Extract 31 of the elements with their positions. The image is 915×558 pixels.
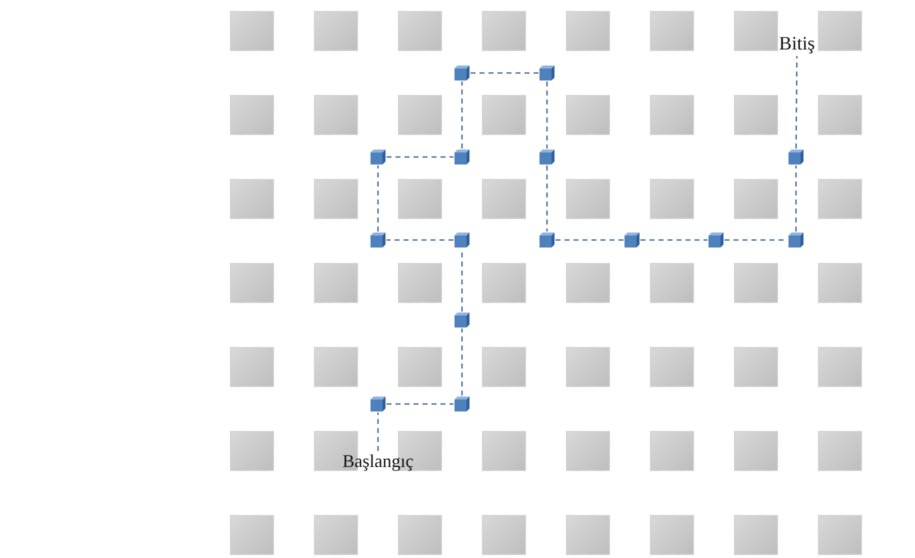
dashed-connector bbox=[461, 328, 463, 396]
dashed-connector bbox=[556, 239, 624, 241]
cube-marker bbox=[708, 232, 724, 248]
dashed-connector bbox=[386, 156, 454, 158]
cube-marker bbox=[788, 148, 804, 166]
dashed-connector bbox=[546, 166, 548, 232]
dashed-connector bbox=[795, 166, 797, 232]
cube-marker bbox=[538, 232, 556, 248]
dashed-connector bbox=[795, 56, 798, 148]
dashed-connector bbox=[461, 82, 463, 148]
path-label: Başlangıç bbox=[342, 452, 414, 472]
dashed-connector bbox=[386, 239, 454, 241]
cube-marker bbox=[454, 232, 470, 248]
cube-marker bbox=[454, 64, 470, 82]
dashed-connector bbox=[470, 72, 538, 74]
cube-marker bbox=[788, 232, 804, 248]
cube-marker bbox=[538, 148, 556, 166]
dashed-connector bbox=[640, 239, 708, 241]
cube-marker bbox=[454, 148, 470, 166]
dashed-connector bbox=[377, 166, 379, 232]
dashed-connector bbox=[377, 412, 379, 451]
cube-marker bbox=[454, 312, 470, 328]
cube-marker bbox=[624, 232, 640, 248]
dashed-connector bbox=[546, 82, 548, 148]
dashed-connector bbox=[386, 403, 454, 405]
cube-marker bbox=[370, 396, 386, 412]
cube-marker bbox=[370, 148, 386, 166]
path-label: Bitiş bbox=[778, 34, 816, 56]
cube-marker bbox=[370, 232, 386, 248]
cube-marker bbox=[454, 396, 470, 412]
cube-marker bbox=[538, 64, 556, 82]
